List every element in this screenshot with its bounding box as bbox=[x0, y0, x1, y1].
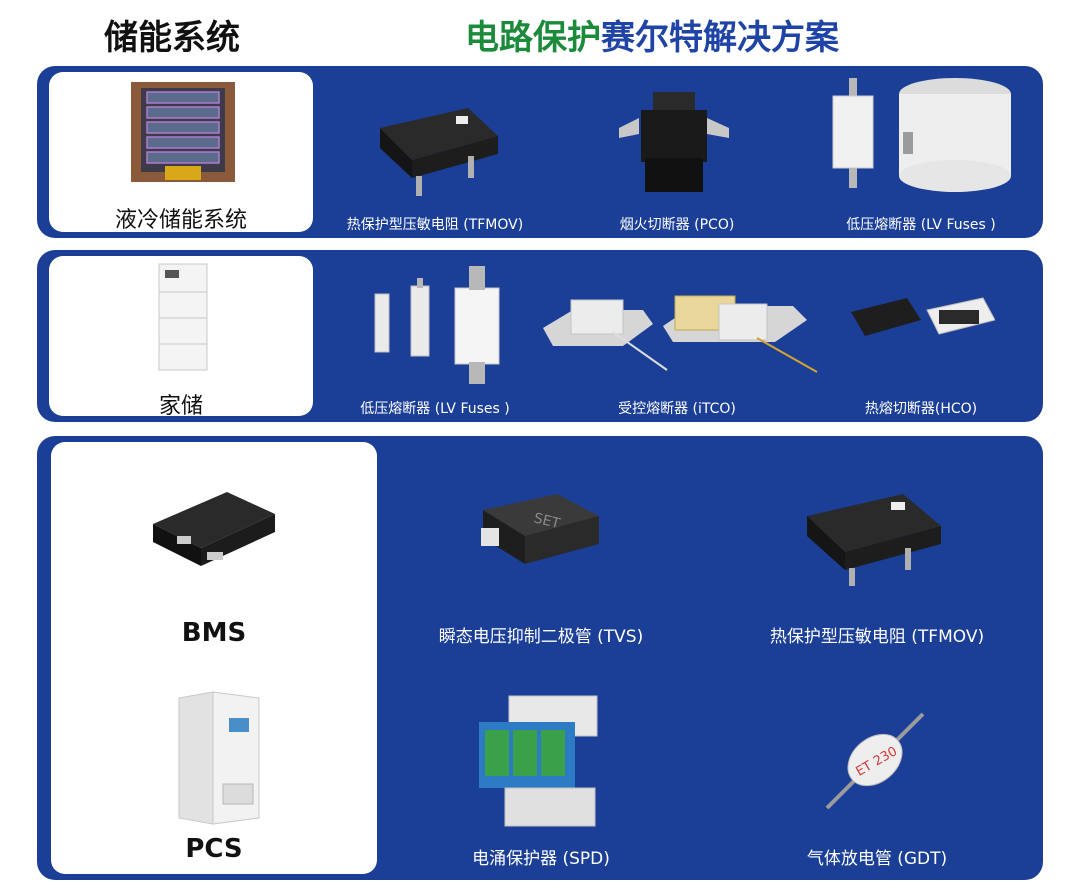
hco-icon bbox=[851, 297, 995, 336]
system-label-home-storage: 家储 bbox=[158, 394, 203, 419]
system-label-bms: BMS bbox=[181, 618, 247, 648]
spd-icon bbox=[479, 695, 598, 827]
lv-fuse-large-icon bbox=[832, 78, 1011, 192]
product-label-pco: 烟火切断器 (PCO) bbox=[619, 217, 735, 233]
product-label-spd: 电涌保护器 (SPD) bbox=[472, 849, 610, 869]
system-card-bms-pcs[interactable]: BMS PCS bbox=[51, 442, 377, 874]
solution-title-blue: 赛尔特解决方案 bbox=[601, 18, 839, 58]
system-card-liquid-cooling[interactable]: 液冷储能系统 bbox=[49, 72, 313, 233]
product-label-lv-fuses-2: 低压熔断器 (LV Fuses ) bbox=[360, 401, 510, 417]
liquid-cooling-cabinet-icon bbox=[131, 82, 235, 182]
gdt-icon: ET 230 bbox=[825, 712, 925, 810]
row-liquid-cooling: 液冷储能系统 热保护型压敏电阻 (TFMOV) 烟火切断器 (PCO) 低压熔断… bbox=[37, 66, 1043, 238]
tfmov-icon-2 bbox=[807, 494, 941, 586]
storage-system-title: 储能系统 bbox=[104, 18, 240, 58]
itco-icon bbox=[543, 295, 818, 373]
home-storage-battery-icon bbox=[158, 263, 208, 371]
product-label-tfmov: 热保护型压敏电阻 (TFMOV) bbox=[346, 217, 524, 233]
product-label-itco: 受控熔断器 (iTCO) bbox=[618, 401, 736, 417]
pcs-cabinet-icon bbox=[178, 691, 260, 825]
tvs-marking: SET bbox=[532, 510, 562, 532]
lv-fuses-set-icon bbox=[374, 266, 500, 384]
product-label-gdt: 气体放电管 (GDT) bbox=[806, 849, 948, 869]
tfmov-icon bbox=[380, 108, 498, 196]
product-label-lv-fuses: 低压熔断器 (LV Fuses ) bbox=[846, 217, 996, 233]
solution-title: 电路保护赛尔特解决方案 bbox=[465, 14, 905, 62]
product-label-hco: 热熔切断器(HCO) bbox=[864, 401, 978, 417]
system-label-pcs: PCS bbox=[185, 834, 243, 864]
system-card-home-storage[interactable]: 家储 bbox=[49, 256, 313, 419]
tvs-diode-icon: SET bbox=[481, 494, 599, 564]
row-home-storage: 家储 低压熔断器 (LV Fuses ) 受控熔断器 (iTCO) 热熔切断器(… bbox=[37, 250, 1043, 422]
solution-title-green: 电路保护 bbox=[465, 18, 601, 58]
product-label-tvs: 瞬态电压抑制二极管 (TVS) bbox=[438, 627, 644, 647]
system-label-liquid-cooling: 液冷储能系统 bbox=[114, 208, 247, 233]
row-bms-pcs: BMS PCS SET ET 230 瞬态电压 bbox=[37, 436, 1043, 880]
pco-icon bbox=[619, 92, 729, 192]
bms-box-icon bbox=[153, 492, 275, 566]
product-label-tfmov-2: 热保护型压敏电阻 (TFMOV) bbox=[769, 627, 985, 647]
